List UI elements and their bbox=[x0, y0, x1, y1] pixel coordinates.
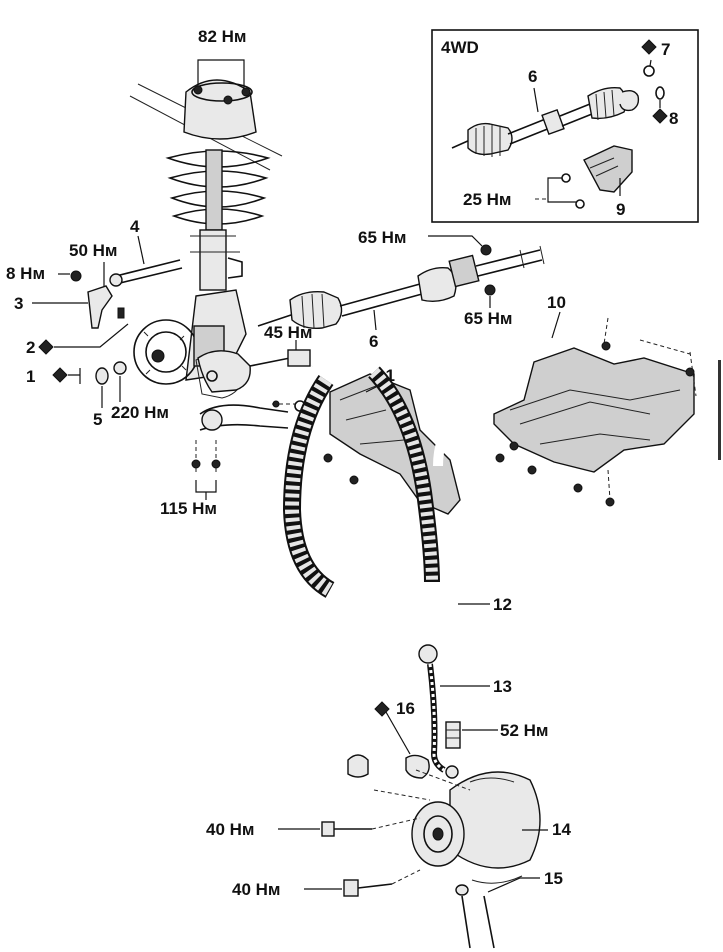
inset-drive-shaft bbox=[451, 86, 640, 157]
part-7-label: 7 bbox=[661, 40, 670, 59]
part-12-hose bbox=[282, 353, 451, 598]
part-15-hose bbox=[455, 884, 495, 949]
diamond-marker-icon bbox=[52, 367, 68, 383]
part-10-label: 10 bbox=[547, 293, 566, 312]
part-6-inset-label: 6 bbox=[528, 67, 537, 86]
inset-4wd: 4WD 7 8 6 25 Нм bbox=[431, 29, 699, 223]
part-1-label: 1 bbox=[26, 367, 35, 386]
part-14-label: 14 bbox=[552, 820, 571, 839]
diamond-marker-icon bbox=[641, 39, 657, 55]
part-13-label: 13 bbox=[493, 677, 512, 696]
part-5-label: 5 bbox=[93, 410, 102, 429]
strut-assembly: 82 Нм bbox=[129, 27, 283, 291]
torque-40-bottom-label: 40 Нм bbox=[232, 880, 281, 899]
pump-bolt-upper bbox=[321, 817, 421, 837]
part-16-clip bbox=[347, 711, 430, 779]
torque-50-label: 50 Нм bbox=[69, 241, 118, 260]
part-10-undercover bbox=[493, 317, 697, 507]
torque-220-label: 220 Нм bbox=[111, 403, 169, 422]
torque-25-label: 25 Нм bbox=[463, 190, 512, 209]
torque-52-label: 52 Нм bbox=[500, 721, 549, 740]
page-edge-mark bbox=[718, 360, 721, 460]
part-13-hose bbox=[418, 644, 459, 779]
part-5-washer bbox=[95, 367, 109, 385]
torque-40-top-label: 40 Нм bbox=[206, 820, 255, 839]
part-3-clamp bbox=[87, 285, 125, 329]
torque-8-label: 8 Нм bbox=[6, 264, 45, 283]
torque-65-bottom-label: 65 Нм bbox=[464, 309, 513, 328]
torque-65-top-label: 65 Нм bbox=[358, 228, 407, 247]
part-3-label: 3 bbox=[14, 294, 23, 313]
part-6-drive-shaft bbox=[257, 245, 545, 330]
part-7-clip bbox=[643, 65, 655, 77]
diamond-marker-icon bbox=[38, 339, 54, 355]
part-6-main-label: 6 bbox=[369, 332, 378, 351]
part-4-label: 4 bbox=[130, 217, 140, 236]
part-4-tie-rod-end: 4 bbox=[109, 217, 183, 287]
part-14-pump bbox=[373, 769, 541, 884]
diamond-marker-icon bbox=[652, 108, 668, 124]
torque-82-label: 82 Нм bbox=[198, 27, 247, 46]
hub-nut bbox=[113, 361, 127, 375]
inset-frame bbox=[431, 29, 699, 223]
torque-115-label: 115 Нм bbox=[160, 499, 217, 518]
part-12-label: 12 bbox=[493, 595, 512, 614]
union-bolt-52 bbox=[445, 721, 461, 749]
inset-title: 4WD bbox=[441, 38, 479, 57]
part-16-label: 16 bbox=[396, 699, 415, 718]
part-2-label: 2 bbox=[26, 338, 35, 357]
part-9-label: 9 bbox=[616, 200, 625, 219]
part-8-ring bbox=[655, 86, 665, 100]
pressure-fitting bbox=[197, 340, 311, 393]
diamond-marker-icon bbox=[374, 701, 390, 717]
lower-arm bbox=[191, 404, 289, 500]
part-15-label: 15 bbox=[544, 869, 563, 888]
torque-45-label: 45 Нм bbox=[264, 323, 313, 342]
part-8-label: 8 bbox=[669, 109, 678, 128]
part-9-shield bbox=[561, 145, 633, 209]
pump-bolt-lower bbox=[343, 869, 421, 897]
